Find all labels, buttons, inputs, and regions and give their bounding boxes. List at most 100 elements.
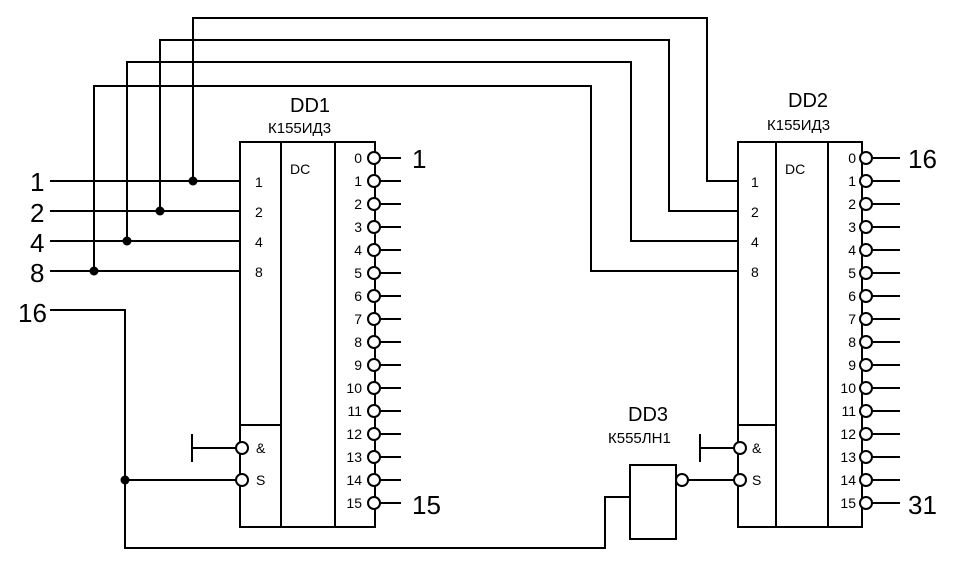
dd2-enable-and: &: [752, 440, 762, 456]
dd1-inversion-bubble: [235, 473, 249, 487]
dd2-output-pin-1: 1: [848, 173, 856, 189]
dd1-output-pin-6: 6: [354, 288, 362, 304]
dd1-output-bubble: [367, 473, 381, 487]
junction-dot: [120, 475, 130, 485]
dd1-output-bubble: [367, 496, 381, 510]
dd2-output-pin-12: 12: [840, 426, 856, 442]
dd1-output-pin-4: 4: [354, 242, 362, 258]
dd2-output-pin-11: 11: [841, 403, 856, 419]
dd1-output-bubble: [367, 197, 381, 211]
dd3-inverter-body: [629, 464, 677, 540]
dd2-output-bubble: [859, 496, 873, 510]
dd2-output-bubble: [859, 404, 873, 418]
dd2-output-pin-14: 14: [840, 472, 856, 488]
dd2-output-pin-13: 13: [840, 449, 856, 465]
dd2-output-label-first: 16: [908, 144, 937, 174]
dd1-function-label: DC: [290, 161, 310, 177]
dd2-enable-s: S: [752, 472, 761, 488]
dd2-output-bubble: [859, 358, 873, 372]
dd2-output-pin-2: 2: [848, 196, 856, 212]
dd1-output-pin-9: 9: [354, 357, 362, 373]
dd2-output-bubble: [859, 220, 873, 234]
dd2-output-pin-15: 15: [840, 495, 856, 511]
dd1-output-bubble: [367, 450, 381, 464]
dd1-output-pin-12: 12: [346, 426, 362, 442]
dd1-output-pin-5: 5: [354, 265, 362, 281]
wire-input-16: [50, 309, 630, 549]
dd2-inversion-bubble: [733, 473, 747, 487]
dd2-input-pin-8: 8: [751, 264, 759, 280]
dd2-output-pin-5: 5: [848, 265, 856, 281]
dd2-output-bubble: [859, 174, 873, 188]
junction-dot: [188, 176, 198, 186]
junction-dot: [89, 266, 99, 276]
dd1-output-bubble: [367, 220, 381, 234]
dd2-output-bubble: [859, 312, 873, 326]
dd1-output-pin-0: 0: [354, 150, 362, 166]
dd1-output-bubble: [367, 358, 381, 372]
input-label-8: 8: [30, 258, 44, 288]
dd2-output-bubble: [859, 266, 873, 280]
dd1-enable-and: &: [256, 440, 266, 456]
dd1-output-bubble: [367, 335, 381, 349]
dd1-output-pin-1: 1: [354, 173, 362, 189]
dd1-output-pin-13: 13: [346, 449, 362, 465]
dd1-input-pin-1: 1: [255, 174, 263, 190]
dd1-input-pin-4: 4: [255, 234, 263, 250]
dd1-designator: DD1: [290, 95, 330, 117]
dd2-inversion-bubble: [733, 441, 747, 455]
dd1-output-bubble: [367, 174, 381, 188]
dd1-output-pin-8: 8: [354, 334, 362, 350]
dd2-output-label-last: 31: [908, 490, 937, 520]
dd2-output-pin-6: 6: [848, 288, 856, 304]
dd1-inversion-bubble: [235, 441, 249, 455]
dd1-output-label-last: 15: [412, 490, 441, 520]
dd1-output-pin-2: 2: [354, 196, 362, 212]
dd3-designator: DD3: [628, 404, 668, 426]
dd2-designator: DD2: [788, 90, 828, 112]
dd1-output-bubble: [367, 427, 381, 441]
dd1-part-number: К155ИД3: [268, 120, 331, 137]
dd1-output-pin-3: 3: [354, 219, 362, 235]
dd1-output-bubble: [367, 243, 381, 257]
wire-bus-4-to-dd2: [126, 61, 738, 242]
dd2-output-pin-9: 9: [848, 357, 856, 373]
dd1-input-pin-8: 8: [255, 264, 263, 280]
dd2-input-pin-4: 4: [751, 234, 759, 250]
wire-bus-1-to-dd2: [192, 17, 738, 182]
dd2-output-bubble: [859, 473, 873, 487]
chip-dd3: DD3 К555ЛН1: [608, 404, 734, 540]
dd2-part-number: К155ИД3: [767, 117, 830, 134]
dd2-input-pin-1: 1: [751, 174, 759, 190]
dd1-output-pin-7: 7: [354, 311, 362, 327]
chip-dd1: DD1 К155ИД3 DC 1 2 4 8 & S 0 12 3 4 5 6 7 8 9 10 1…: [191, 95, 441, 528]
dd1-output-label-first: 1: [412, 144, 426, 174]
dd2-output-pin-3: 3: [848, 219, 856, 235]
dd1-body: [239, 141, 376, 528]
dd2-output-pin-0: 0: [848, 150, 856, 166]
dd1-output-pin-10: 10: [346, 380, 362, 396]
wire-bus-2-to-dd2: [159, 39, 738, 212]
dd2-output-bubble: [859, 381, 873, 395]
dd1-output-bubble: [367, 404, 381, 418]
external-input-labels: 1 2 4 8 16: [18, 167, 47, 328]
chip-dd2: DD2 К155ИД3 DC 1 2 4 8 & S 0123456789101…: [699, 90, 937, 528]
dd2-output-bubble: [859, 335, 873, 349]
dd2-output-pin-8: 8: [848, 334, 856, 350]
dd2-output-bubble: [859, 197, 873, 211]
input-label-1: 1: [30, 167, 44, 197]
dd2-body: [737, 141, 863, 528]
dd1-output-bubble: [367, 266, 381, 280]
dd2-output-pin-4: 4: [848, 242, 856, 258]
input-label-4: 4: [30, 228, 44, 258]
dd1-enable-s: S: [256, 472, 265, 488]
dd3-inversion-bubble: [675, 473, 689, 487]
dd1-output-bubble: [367, 151, 381, 165]
dd1-output-pin-14: 14: [346, 472, 362, 488]
junction-dot: [122, 236, 132, 246]
dd2-output-bubble: [859, 243, 873, 257]
dd2-output-bubble: [859, 450, 873, 464]
